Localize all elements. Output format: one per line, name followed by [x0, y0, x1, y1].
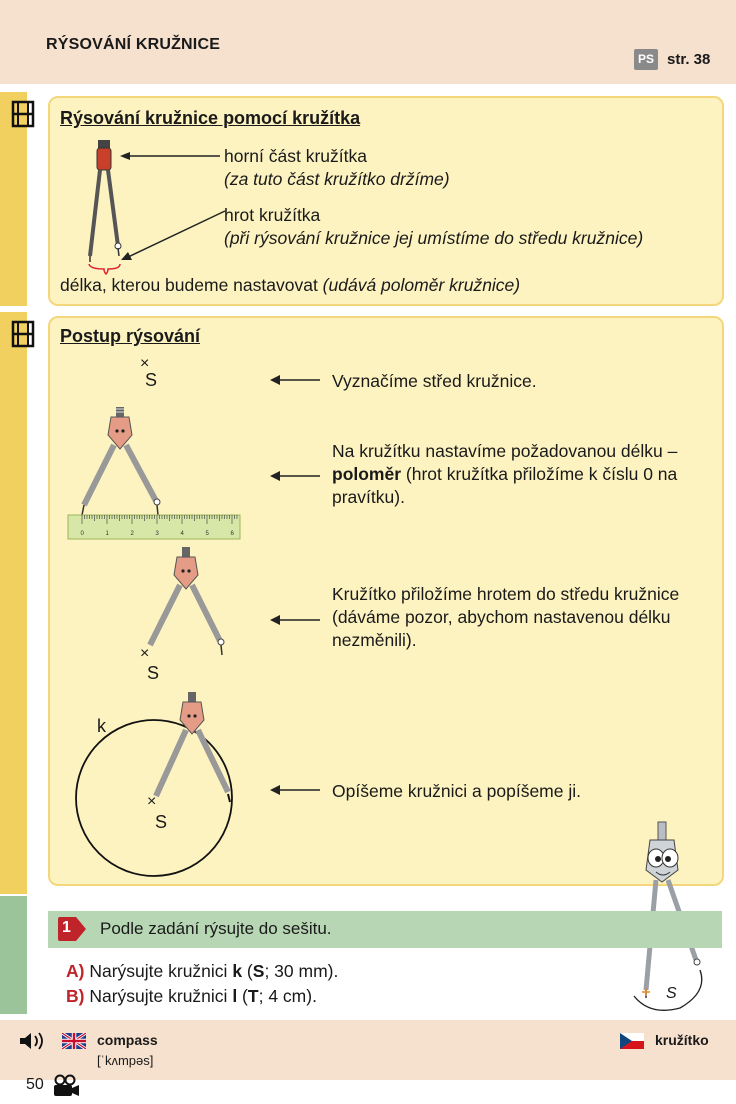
task-item-a: A) Narýsujte kružnici k (S; 30 mm).	[66, 960, 338, 983]
circle-drawing-illustration	[75, 692, 233, 877]
task-item-b-center: T	[247, 986, 259, 1006]
arrow-left-icon	[270, 375, 320, 385]
task-number-badge	[58, 917, 86, 941]
task-instruction: Podle zadání rýsujte do sešitu.	[100, 919, 332, 938]
task-item-b-paren: (	[237, 986, 248, 1006]
film-icon[interactable]	[11, 100, 35, 128]
task-item-b: B) Narýsujte kružnici l (T; 4 cm).	[66, 985, 317, 1008]
label-compass-tip-note: (při rýsování kružnice jej umístíme do s…	[224, 228, 644, 248]
center-mark: ×	[140, 645, 150, 662]
film-icon[interactable]	[11, 320, 35, 348]
arrow-left-icon	[270, 785, 320, 795]
mascot-center-label: S	[666, 985, 677, 1002]
task-number: 1	[62, 919, 71, 936]
task-item-b-text: Narýsujte kružnici	[89, 986, 233, 1006]
center-label: S	[145, 370, 158, 390]
compass-on-ruler-illustration: 0 1 2 3 4 5 6	[67, 407, 241, 540]
circle-label: k	[97, 716, 106, 736]
task-item-a-paren: (	[242, 961, 253, 981]
side-strip-task	[0, 896, 27, 1014]
step-2-text-b: (hrot kružítka přiložíme k číslu 0 na pr…	[332, 464, 678, 507]
compass-on-center-illustration	[147, 547, 225, 656]
speaker-icon[interactable]	[18, 1030, 58, 1052]
label-radius-length: délka, kterou budeme nastavovat (udává p…	[60, 274, 520, 297]
task-item-b-label: B)	[66, 986, 85, 1006]
label-compass-top: horní část kružítka	[224, 146, 367, 166]
center-label: S	[147, 663, 160, 683]
task-item-a-label: A)	[66, 961, 85, 981]
task-item-b-radius: ; 4 cm).	[258, 986, 317, 1006]
label-compass-top-note: (za tuto část kružítko držíme)	[224, 169, 450, 189]
ruler-tick-label: 4	[181, 531, 185, 537]
compass-parts-box	[48, 96, 724, 306]
ruler-tick-label: 0	[81, 531, 85, 537]
task-item-a-circle: k	[232, 961, 243, 981]
ruler-ticks: 0 1 2 3 4 5 6	[81, 515, 238, 537]
ruler-tick-label: 1	[106, 531, 110, 537]
ruler-tick-label: 5	[206, 531, 210, 537]
task-item-a-text: Narýsujte kružnici	[89, 961, 233, 981]
side-strip-1	[0, 92, 27, 306]
vocabulary-band	[0, 1020, 736, 1080]
header-band	[0, 0, 736, 84]
radius-length-note: (udává poloměr kružnice)	[322, 275, 521, 295]
arrow-left-icon	[270, 471, 320, 481]
page-number: 50	[26, 1076, 44, 1093]
radius-length-text: délka, kterou budeme nastavovat	[60, 275, 323, 295]
compass-diagram	[88, 140, 226, 276]
center-label: S	[155, 812, 168, 832]
czech-word: kružítko	[655, 1032, 709, 1048]
task-item-a-center: S	[252, 961, 265, 981]
step-2-text-a: Na kružítku nastavíme požadovanou délku …	[332, 441, 678, 461]
center-mark: ×	[147, 793, 157, 810]
task-band	[48, 911, 722, 948]
side-strip-2	[0, 312, 27, 894]
step-2-text: Na kružítku nastavíme požadovanou délku …	[332, 440, 712, 509]
task-item-a-radius: ; 30 mm).	[264, 961, 339, 981]
arrow-left-icon	[270, 615, 320, 625]
task-item-b-circle: l	[232, 986, 238, 1006]
uk-flag-icon	[62, 1033, 86, 1049]
step-1-text: Vyznačíme střed kružnice.	[332, 371, 537, 391]
english-word: compass	[97, 1032, 158, 1048]
pronunciation: [ˈkʌmpəs]	[97, 1053, 154, 1068]
video-camera-icon[interactable]	[52, 1074, 80, 1098]
section1-heading: Rýsování kružnice pomocí kružítka	[60, 108, 361, 128]
czech-flag-icon	[620, 1033, 644, 1049]
workbook-page-ref: str. 38	[667, 51, 711, 68]
label-compass-tip: hrot kružítka	[224, 205, 321, 225]
step-4-text: Opíšeme kružnici a popíšeme ji.	[332, 781, 581, 801]
page-title: RÝSOVÁNÍ KRUŽNICE	[46, 36, 221, 53]
step-2-text-bold: poloměr	[332, 464, 402, 484]
section2-heading: Postup rýsování	[60, 326, 201, 346]
center-mark: ×	[140, 355, 150, 372]
ruler-tick-label: 2	[131, 531, 135, 537]
workbook-badge: PS	[634, 49, 658, 70]
ruler-tick-label: 3	[156, 531, 160, 537]
ruler-tick-label: 6	[231, 531, 235, 537]
step-3-text: Kružítko přiložíme hrotem do středu kruž…	[332, 584, 680, 650]
